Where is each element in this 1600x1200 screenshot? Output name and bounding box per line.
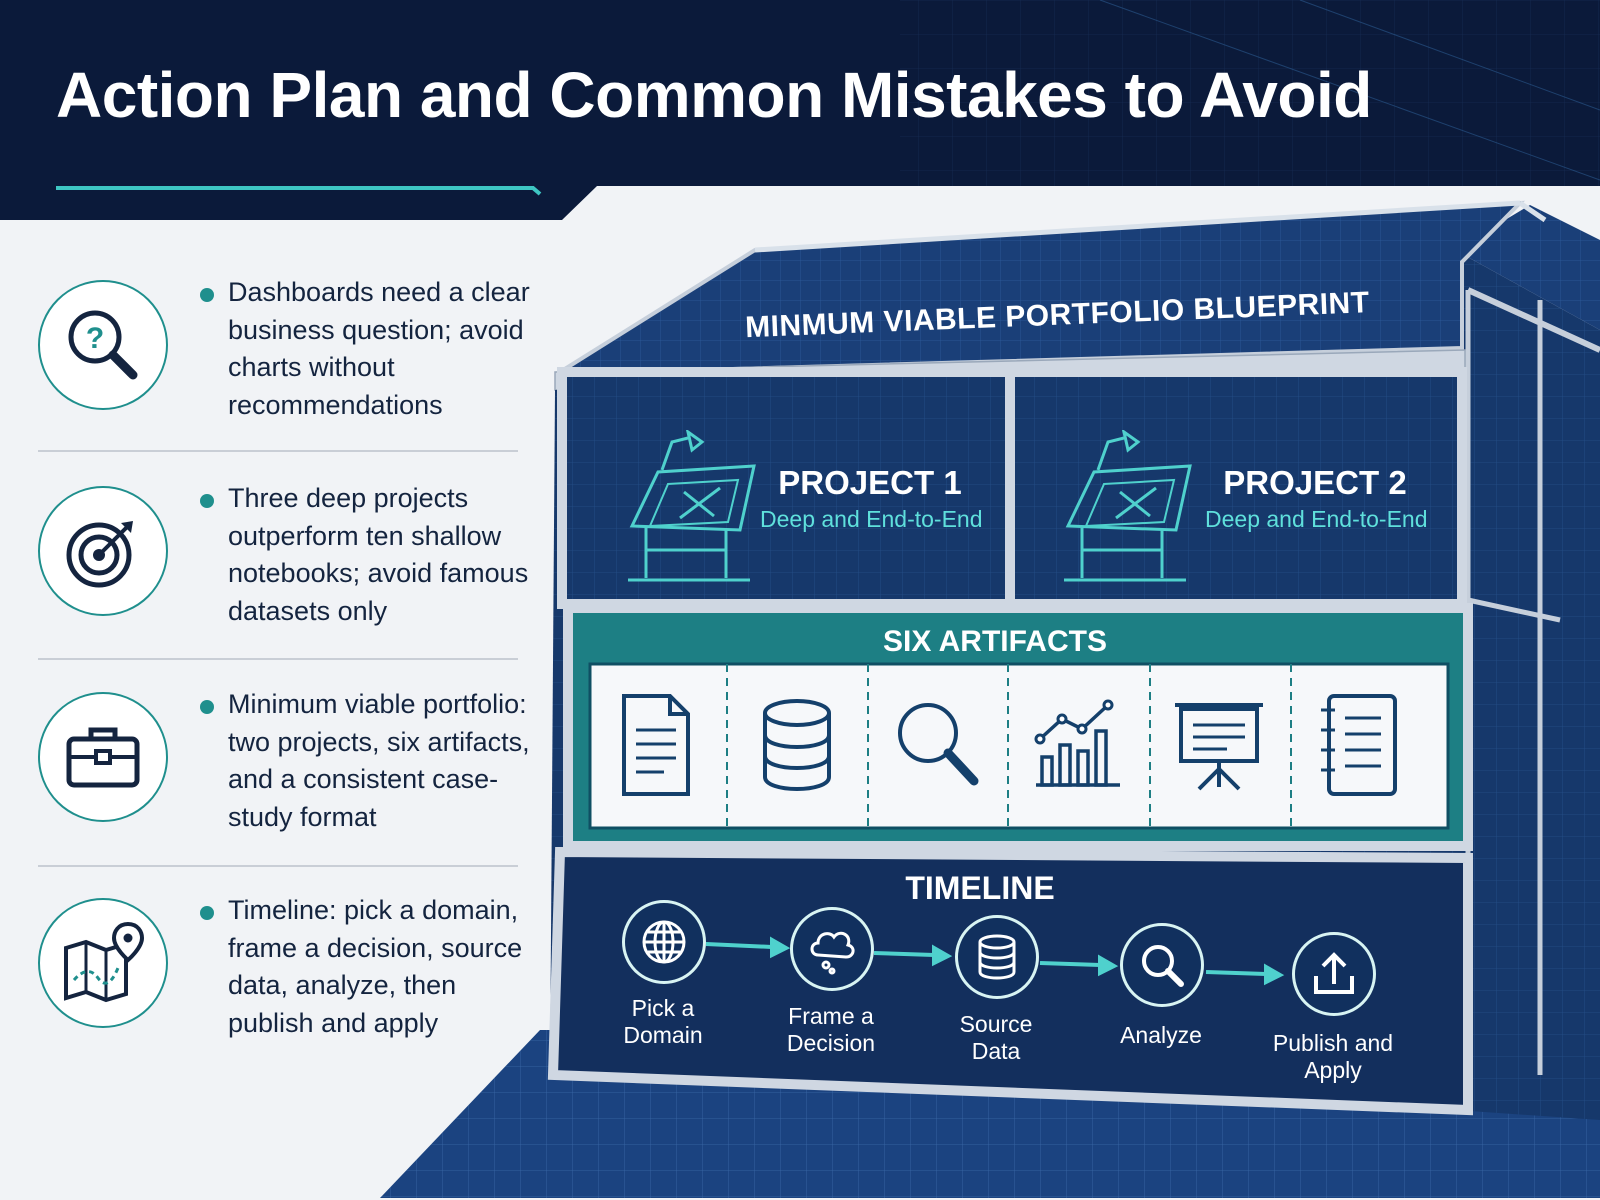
tip-icon-circle: ?: [38, 280, 168, 410]
timeline-band: [547, 846, 1473, 1116]
tip-icon-circle: [38, 898, 168, 1028]
drafting-table-icon: [1064, 430, 1192, 582]
tip-divider: [38, 450, 518, 452]
step-circle-analyze: [1120, 923, 1204, 1007]
upload-icon: [1314, 952, 1354, 994]
map-pin-icon: [64, 921, 145, 1003]
artifact-cell: [1300, 670, 1420, 820]
svg-text:?: ?: [86, 322, 104, 355]
step-label-frame-decision: Frame a Decision: [786, 1003, 876, 1056]
artifact-cell: [878, 670, 998, 820]
project-2-subtitle: Deep and End-to-End: [1205, 506, 1428, 532]
bullet-dot: [200, 288, 214, 302]
project-2-title: PROJECT 2: [1223, 464, 1407, 501]
step-label-publish-apply: Publish and Apply: [1272, 1030, 1394, 1083]
database-icon: [763, 699, 831, 791]
tip-icon-circle: [38, 486, 168, 616]
project-1-subtitle: Deep and End-to-End: [760, 506, 983, 532]
roof: [558, 200, 1526, 377]
tip-divider: [38, 658, 518, 660]
page-title: Action Plan and Common Mistakes to Avoid: [56, 59, 1372, 131]
timeline-title: TIMELINE: [905, 870, 1055, 906]
artifact-cell: [737, 670, 857, 820]
artifacts-band: [563, 603, 1473, 851]
document-icon: [622, 694, 690, 796]
bar-line-chart-icon: [1034, 699, 1120, 787]
tip-icon-circle: [38, 692, 168, 822]
tip-item-3: Minimum viable portfolio: two projects, …: [38, 684, 538, 894]
tip-item-2: Three deep projects outperform ten shall…: [38, 478, 538, 688]
tip-text: Minimum viable portfolio: two projects, …: [228, 689, 530, 832]
tip-divider: [38, 865, 518, 867]
artifacts-title: SIX ARTIFACTS: [883, 625, 1107, 658]
project-1-title: PROJECT 1: [778, 464, 962, 501]
step-circle-source-data: [955, 915, 1039, 999]
thought-cloud-icon: [810, 931, 855, 975]
magnifier-icon: [898, 703, 979, 786]
header-background: [0, 0, 1600, 220]
magnifier-icon: [1142, 945, 1184, 987]
artifact-cell: [1159, 670, 1279, 820]
drafting-table-icon: [628, 430, 756, 582]
bullet-dot: [200, 906, 214, 920]
header-band: Action Plan and Common Mistakes to Avoid: [0, 0, 1600, 220]
tip-text: Timeline: pick a domain, frame a decisio…: [228, 895, 523, 1038]
artifact-cell: [596, 670, 716, 820]
tip-text: Three deep projects outperform ten shall…: [228, 483, 529, 626]
blueprint-title: MINMUM VIABLE PORTFOLIO BLUEPRINT: [744, 286, 1371, 345]
step-circle-frame-decision: [790, 907, 874, 991]
tip-text: Dashboards need a clear business questio…: [228, 277, 530, 420]
timeline-arrows: [705, 936, 1285, 986]
artifact-cell: [1018, 670, 1138, 820]
database-icon: [978, 934, 1016, 980]
step-label-source-data: Source Data: [959, 1011, 1033, 1064]
step-circle-publish-apply: [1292, 932, 1376, 1016]
briefcase-icon: [66, 727, 140, 788]
tip-item-1: ? Dashboards need a clear business quest…: [38, 272, 538, 482]
target-icon: [66, 521, 133, 588]
tip-item-4: Timeline: pick a domain, frame a decisio…: [38, 890, 538, 1100]
bullet-dot: [200, 494, 214, 508]
notebook-icon: [1321, 694, 1397, 796]
step-circle-pick-domain: [622, 900, 706, 984]
step-label-pick-domain: Pick a Domain: [623, 995, 703, 1048]
step-label-analyze: Analyze: [1120, 1022, 1202, 1048]
title-underline: [56, 186, 542, 196]
presentation-board-icon: [1175, 703, 1263, 791]
floor-plane: [380, 1030, 1600, 1198]
globe-icon: [642, 920, 686, 964]
question-magnifier-icon: ?: [68, 310, 138, 380]
bullet-dot: [200, 700, 214, 714]
